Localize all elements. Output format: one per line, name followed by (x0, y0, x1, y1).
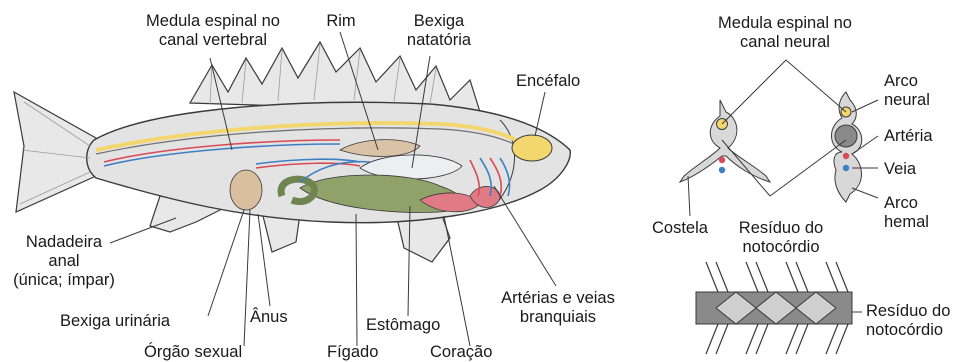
label-kidney: Rim (316, 12, 366, 31)
label-line: Nadadeira (0, 233, 128, 252)
brain-shape (512, 135, 552, 161)
dorsal-fin (190, 42, 480, 112)
fish-illustration (14, 42, 570, 262)
label-line: Medula espinal no (690, 14, 880, 33)
vertebral-column (696, 262, 862, 354)
label-line: Artérias e veias (490, 289, 626, 308)
label-line: Medula espinal no (108, 12, 318, 31)
label-line: Resíduo do (866, 302, 950, 321)
label-swim-bladder: Bexiga natatória (384, 12, 494, 50)
label-vein: Veia (884, 160, 916, 179)
label-notochord-residue-section: Resíduo do notocórdio (728, 219, 834, 257)
label-gill-vessels: Artérias e veias branquiais (490, 289, 626, 327)
label-sex-organ: Órgão sexual (144, 343, 242, 362)
label-line: Resíduo do (728, 219, 834, 238)
label-hemal-arch: Arco hemal (884, 194, 929, 232)
label-rib: Costela (652, 219, 708, 238)
label-spinal-cord-neural: Medula espinal no canal neural (690, 14, 880, 52)
label-line: canal neural (690, 33, 880, 52)
label-line: natatória (384, 31, 494, 50)
label-line: notocórdio (728, 238, 834, 257)
label-line: canal vertebral (108, 31, 318, 50)
label-heart: Coração (430, 343, 492, 362)
label-line: (única; ímpar) (0, 271, 128, 290)
label-anus: Ânus (250, 308, 288, 327)
label-brain: Encéfalo (516, 72, 580, 91)
label-stomach: Estômago (366, 316, 440, 335)
label-artery: Artéria (884, 127, 933, 146)
label-line: Arco (884, 72, 930, 91)
label-urinary-bladder: Bexiga urinária (60, 312, 170, 331)
label-line: hemal (884, 213, 929, 232)
urinary-bladder-shape (230, 170, 262, 210)
label-anal-fin: Nadadeira anal (única; ímpar) (0, 233, 128, 290)
label-line: Bexiga (384, 12, 494, 31)
label-liver: Fígado (327, 343, 378, 362)
label-line: Arco (884, 194, 929, 213)
caudal-fin (14, 92, 96, 212)
label-notochord-residue-column: Resíduo do notocórdio (866, 302, 950, 340)
label-spinal-cord-vertebral: Medula espinal no canal vertebral (108, 12, 318, 50)
label-line: neural (884, 91, 930, 110)
label-line: branquiais (490, 308, 626, 327)
vertebra-cross-sections (680, 92, 862, 202)
label-line: notocórdio (866, 321, 950, 340)
label-neural-arch: Arco neural (884, 72, 930, 110)
label-line: anal (0, 252, 128, 271)
